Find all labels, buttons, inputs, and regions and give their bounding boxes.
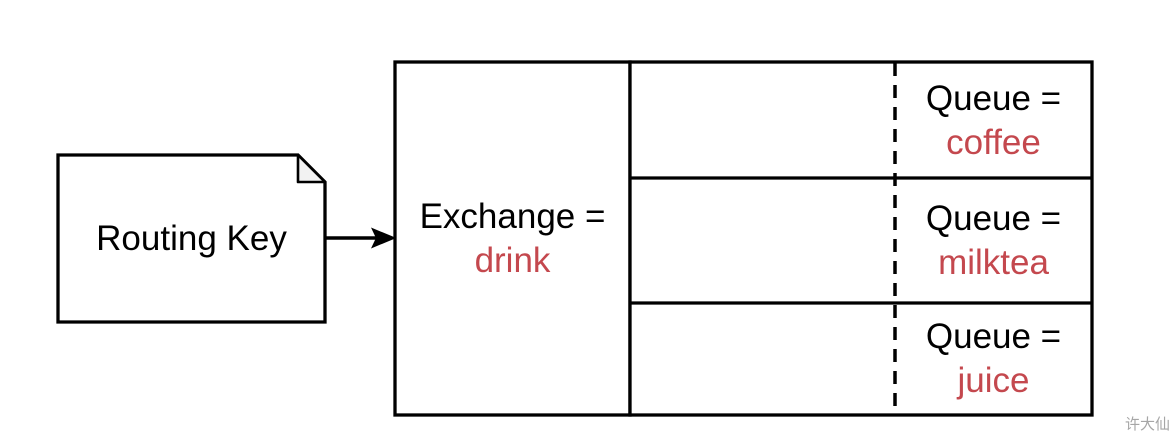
queue-title: Queue = (925, 317, 1062, 356)
exchange-label: Exchange = drink (395, 62, 630, 415)
exchange-value: drink (474, 240, 551, 280)
exchange-box (393, 60, 632, 417)
routing-key-label: Routing Key (58, 155, 325, 322)
queue-row-coffee: Queue = coffee (895, 64, 1092, 178)
queue-row-juice: Queue = juice (895, 303, 1092, 415)
routing-key-text: Routing Key (96, 218, 287, 258)
arrow-head-icon (370, 227, 397, 249)
note-shape (56, 153, 327, 324)
queue-value: juice (957, 361, 1030, 400)
queue-row-milktea: Queue = milktea (895, 178, 1092, 303)
exchange-title: Exchange = (419, 196, 606, 236)
queue-value: milktea (938, 242, 1049, 282)
watermark-text: 许大仙 (1124, 416, 1170, 433)
queue-title: Queue = (925, 198, 1062, 238)
queue-table (628, 60, 1094, 417)
note-fold-corner (296, 153, 327, 184)
queue-title: Queue = (925, 79, 1062, 118)
queue-value: coffee (946, 123, 1041, 162)
